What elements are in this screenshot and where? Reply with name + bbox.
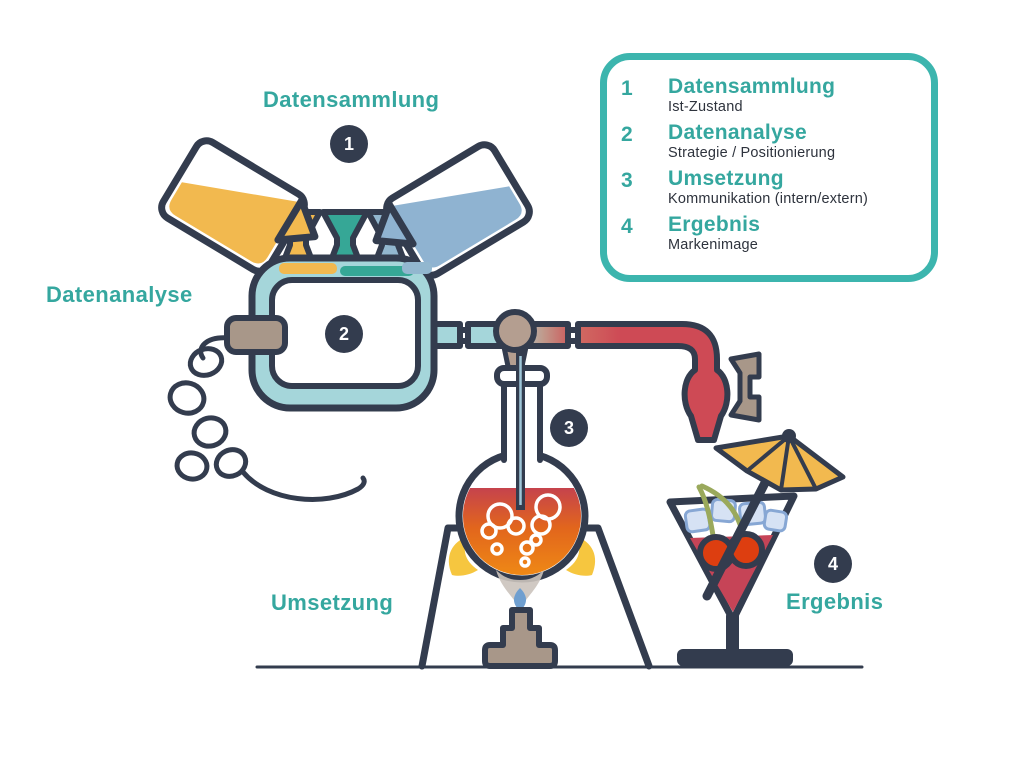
legend-title: Datenanalyse [668,121,808,145]
label-datenanalyse: Datenanalyse [46,282,193,307]
bubbles [480,493,562,568]
umbrella-icon [713,429,846,493]
funnel-teal-icon [320,209,370,261]
label-umsetzung: Umsetzung [271,590,394,615]
step-badge-4: 4 [814,545,852,583]
label-ergebnis: Ergebnis [786,589,884,614]
legend-title: Ergebnis [668,213,761,237]
round-flask-icon [455,365,589,583]
legend-subtitle: Kommunikation (intern/extern) [668,191,869,208]
legend-item-1: 1 Datensammlung Ist-Zustand [621,75,923,116]
cord-coil-icon [167,335,367,502]
step-badge-3: 3 [550,409,588,447]
label-datensammlung: Datensammlung [263,87,440,112]
drip-tube-icon [516,350,525,510]
flame-icon [448,536,596,576]
plug-icon [224,315,288,355]
legend-num: 1 [621,77,633,100]
legend-title: Umsetzung [668,167,784,191]
legend-subtitle: Strategie / Positionierung [668,145,836,162]
step-badge-2: 2 [325,315,363,353]
distillation-pipe-icon [575,321,731,443]
legend-num: 2 [621,123,633,147]
legend-num: 3 [621,169,633,193]
clamp-icon [728,351,762,423]
legend-item-3: 3 Umsetzung Kommunikation (intern/extern… [621,167,923,208]
legend-num: 4 [621,215,633,239]
legend-box: 1 Datensammlung Ist-Zustand 2 Datenanaly… [600,53,938,282]
legend-subtitle: Ist-Zustand [668,99,743,116]
legend-item-2: 2 Datenanalyse Strategie / Positionierun… [621,121,923,162]
flame-icon-center [496,570,544,612]
beaker-blue-icon [372,141,533,279]
pipe-junction-icon [459,309,577,374]
bunsen-burner-icon [482,607,558,669]
legend-title: Datensammlung [668,75,836,98]
beaker-yellow-icon [158,137,319,275]
legend-subtitle: Markenimage [668,237,759,254]
step-badge-1: 1 [330,125,368,163]
legend-item-4: 4 Ergebnis Markenimage [621,213,923,254]
